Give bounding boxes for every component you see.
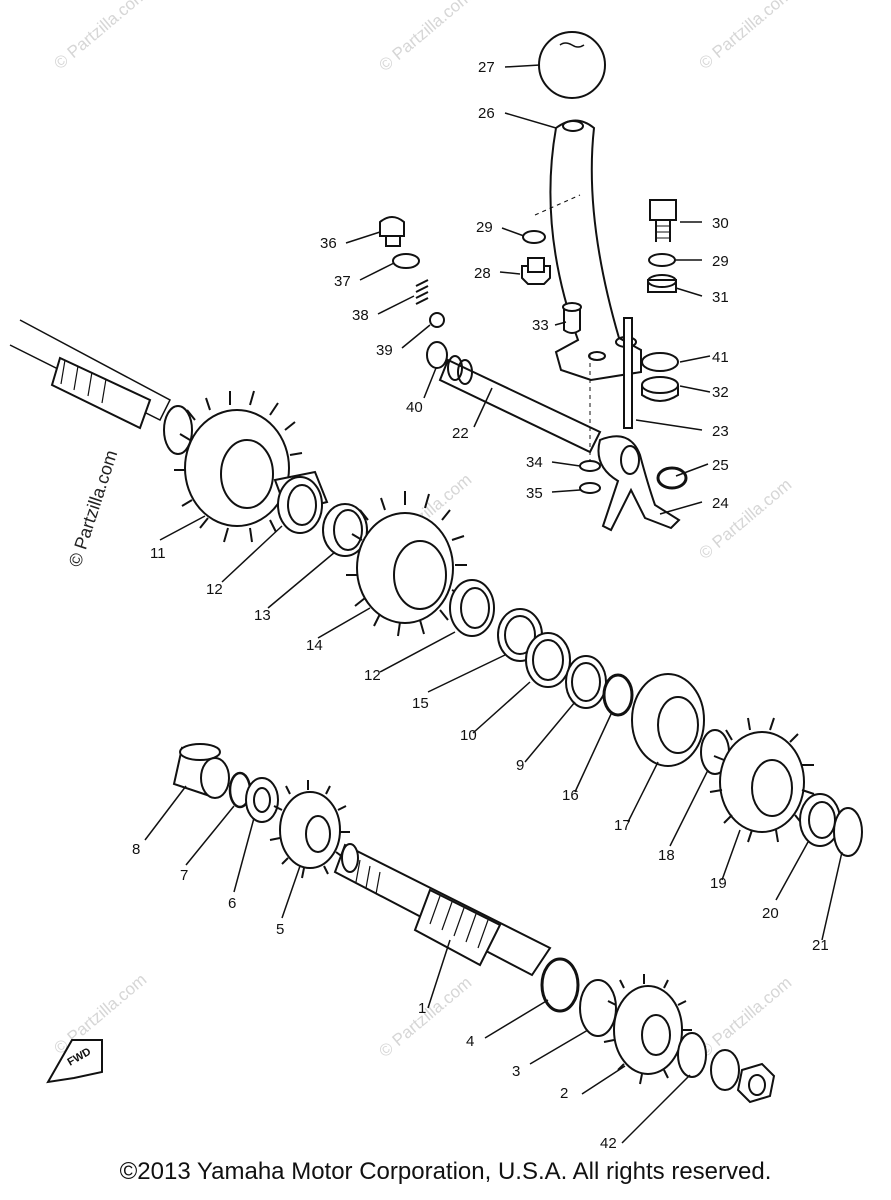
callout-17: 17	[614, 817, 631, 834]
callout-33: 33	[532, 317, 549, 334]
callout-27: 27	[478, 59, 495, 76]
callout-16: 16	[562, 787, 579, 804]
callout-18: 18	[658, 847, 675, 864]
shift-lever-assembly	[379, 31, 688, 532]
exploded-parts-diagram: © Partzilla.com © Partzilla.com © Partzi…	[9, 0, 863, 1150]
callout-12-upper: 12	[206, 581, 223, 598]
callout-41: 41	[712, 349, 729, 366]
callout-37: 37	[334, 273, 351, 290]
callout-28: 28	[474, 265, 491, 282]
lower-shaft-assembly	[172, 743, 776, 1104]
callout-35: 35	[526, 485, 543, 502]
watermark: © Partzilla.com	[695, 0, 795, 73]
callout-numbers: 1 2 3 4 5 6 7 8 9 10 11 12 12 13 14 15 1…	[132, 59, 829, 1150]
callout-34: 34	[526, 454, 543, 471]
callout-3: 3	[512, 1063, 520, 1080]
callout-13: 13	[254, 607, 271, 624]
callout-19: 19	[710, 875, 727, 892]
callout-23: 23	[712, 423, 729, 440]
callout-12-lower: 12	[364, 667, 381, 684]
callout-15: 15	[412, 695, 429, 712]
callout-2: 2	[560, 1085, 568, 1102]
callout-31: 31	[712, 289, 729, 306]
callout-1: 1	[418, 1000, 426, 1017]
watermark: © Partzilla.com	[50, 0, 150, 73]
watermark: © Partzilla.com	[695, 973, 795, 1061]
callout-20: 20	[762, 905, 779, 922]
callout-6: 6	[228, 895, 236, 912]
leader-lines	[144, 64, 843, 1144]
callout-5: 5	[276, 921, 284, 938]
watermark: © Partzilla.com	[695, 475, 795, 563]
callout-29-right: 29	[712, 253, 729, 270]
callout-11: 11	[150, 545, 166, 562]
callout-4: 4	[466, 1033, 474, 1050]
callout-7: 7	[180, 867, 188, 884]
callout-30: 30	[712, 215, 729, 232]
callout-29-left: 29	[476, 219, 493, 236]
callout-38: 38	[352, 307, 369, 324]
callout-9: 9	[516, 757, 524, 774]
callout-21: 21	[812, 937, 829, 954]
callout-39: 39	[376, 342, 393, 359]
callout-24: 24	[712, 495, 729, 512]
watermark-side: © Partzilla.com	[65, 448, 122, 570]
upper-shaft-assembly	[9, 319, 863, 857]
callout-14: 14	[306, 637, 323, 654]
callout-42: 42	[600, 1135, 617, 1150]
callout-22: 22	[452, 425, 469, 442]
callout-10: 10	[460, 727, 477, 744]
callout-32: 32	[712, 384, 729, 401]
callout-26: 26	[478, 105, 495, 122]
callout-36: 36	[320, 235, 337, 252]
copyright-notice: ©2013 Yamaha Motor Corporation, U.S.A. A…	[119, 1158, 772, 1185]
shift-fork	[597, 435, 681, 532]
callout-25: 25	[712, 457, 729, 474]
shift-knob	[538, 31, 606, 99]
callout-8: 8	[132, 841, 140, 858]
callout-40: 40	[406, 399, 423, 416]
watermark: © Partzilla.com	[375, 0, 475, 75]
fwd-arrow: FWD	[46, 1039, 103, 1084]
